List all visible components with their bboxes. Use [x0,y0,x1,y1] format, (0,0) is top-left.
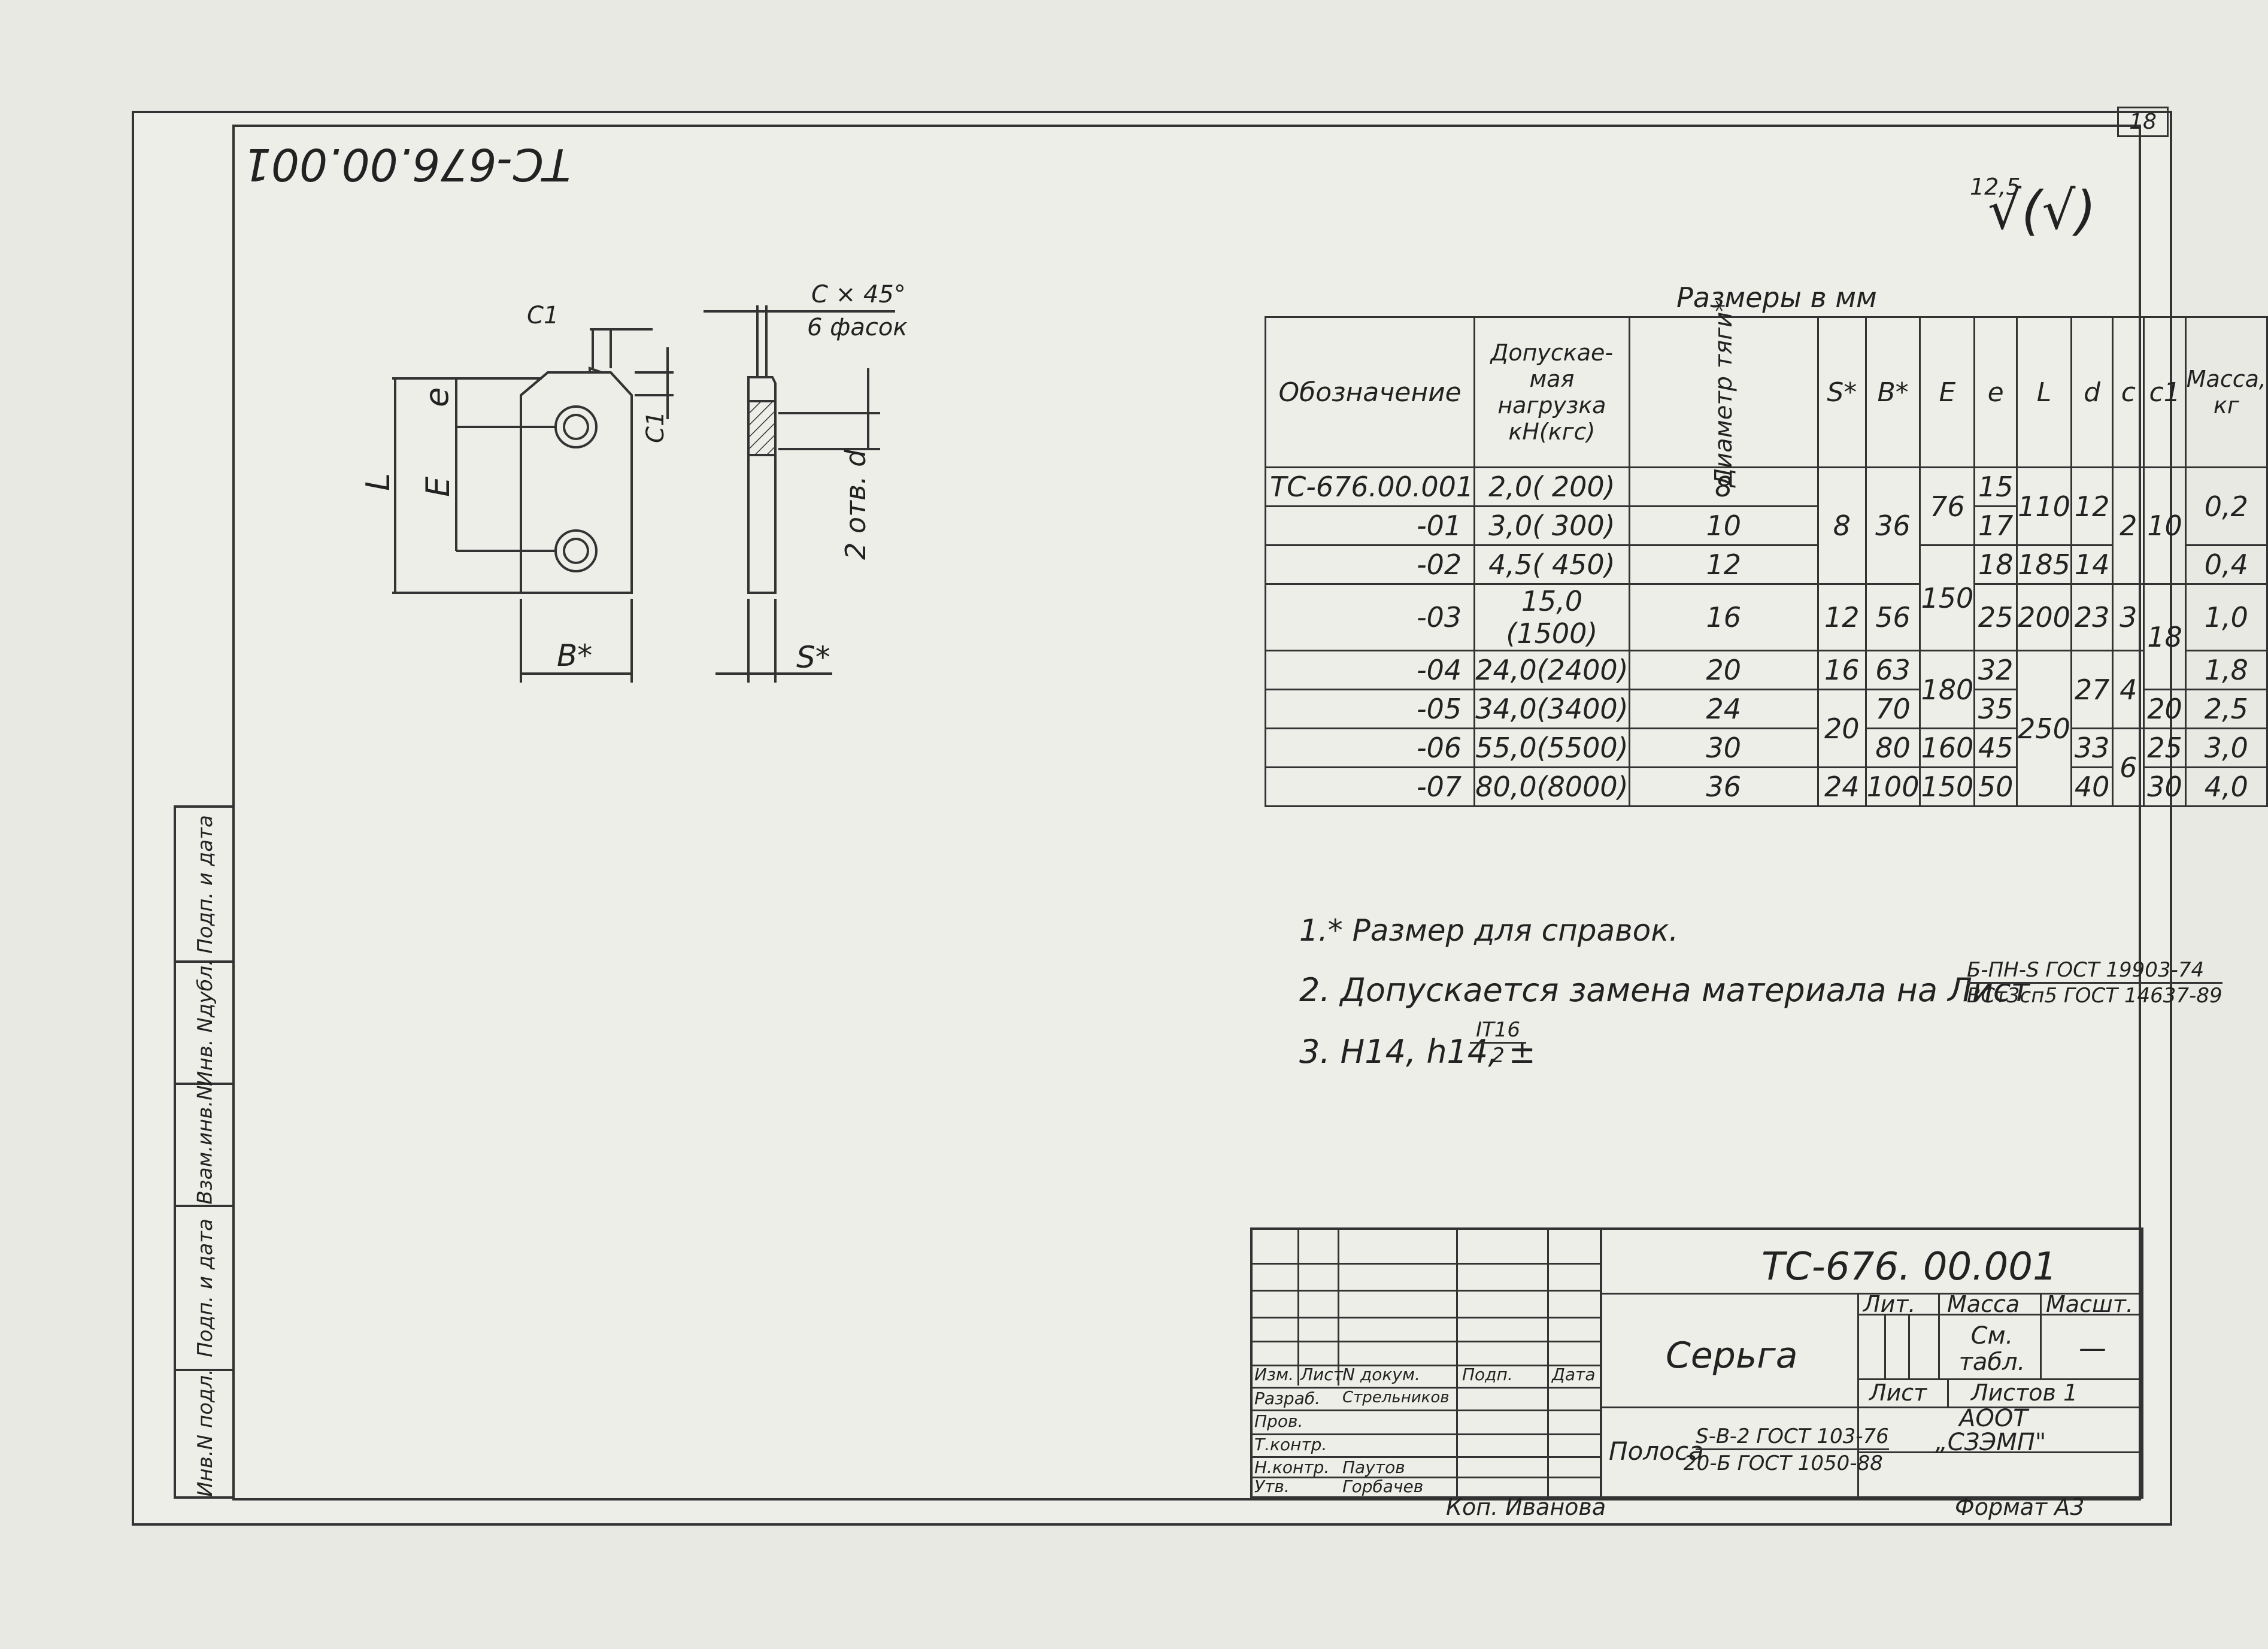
table-row: -06 55,0(5500) 30 80 160 45 33 6 25 3,0 [1264,728,2268,807]
dim-B: B* [557,638,592,673]
title-code: ТС-676. 00.001 [1761,1245,2057,1289]
role-checker: Пров. [1254,1411,1303,1431]
side-cell: Подп. и дата [176,808,235,963]
sheet-label: Лист [1869,1380,1927,1406]
holes-label: 2 отв. d [839,449,872,560]
note-3-fraction-bottom: 2 [1491,1044,1505,1068]
col-L: L [2016,316,2072,468]
table-row: -05 34,0(3400) 24 20 70 35 20 2,5 [1264,689,2268,768]
dim-c1-side: C1 [642,411,669,443]
col-load: Допускае-мая нагрузка кН(кгс) [1473,316,1630,468]
col-izm: Изм. [1254,1365,1294,1384]
side-cell: Взам.инв.N [176,1085,235,1207]
roughness-value: 12,5 [1970,174,2021,200]
format-label: Формат А3 [1955,1494,2085,1520]
name-developer: Стрельников [1342,1389,1450,1406]
table-caption: Размеры в мм [1676,281,1877,314]
plate-front-view [520,366,633,594]
note-3: 3. H14, h14, ± [1299,1033,1536,1071]
note-3-fraction: IT16 2 [1470,1018,1527,1068]
note-2-material: Б-ПН-S ГОСТ 19903-74 ВСт3сп5 ГОСТ 14637-… [1967,958,2222,1008]
role-developer: Разраб. [1254,1389,1321,1408]
hole-top-inner [563,414,589,440]
material-label: Полоса [1609,1436,1704,1466]
table-row: -02 4,5( 450) 12 150 18 185 14 0,4 [1264,544,2268,651]
table-row: -03 15,0 (1500) 16 12 56 25 200 23 3 18 … [1264,583,2268,690]
plate-outline [520,371,633,594]
col-sign: Подп. [1462,1365,1513,1384]
note-2: 2. Допускается замена материала на Лист [1299,971,2030,1009]
roughness-mark: 12,5 √(√) [1970,174,2096,241]
note-2-material-bottom: ВСт3сп5 ГОСТ 14637-89 [1967,984,2222,1008]
col-list: Лист [1300,1365,1343,1384]
name-approver: Горбачев [1342,1477,1424,1496]
sheets-label: Листов 1 [1971,1380,2078,1406]
table-header-row: Обозначение Допускае-мая нагрузка кН(кгс… [1264,299,2268,487]
hole-top [554,405,598,448]
col-d: d [2070,316,2114,468]
table-row: -01 3,0( 300) 10 17 [1264,505,2267,546]
col-designation: Обозначение [1264,316,1476,468]
org-line-1: АООТ [1959,1405,2028,1432]
scale-value: — [2079,1332,2106,1364]
title-block: ТС-676. 00.001 Серьга Лит. Масса Масшт. … [1250,1227,2143,1499]
roughness-symbol: √(√) [1988,180,2096,241]
copied-by: Коп. Иванова [1446,1494,1606,1520]
dim-e: e [418,387,456,407]
role-tech-control: Т.контр. [1254,1435,1327,1454]
side-strip: Подп. и дата Инв. Nдубл. Взам.инв.N Подп… [174,805,235,1499]
col-B: B* [1864,316,1921,468]
mass-header: Масса [1947,1291,2020,1317]
side-cell: Подп. и дата [176,1207,235,1371]
col-S: S* [1817,316,1867,468]
side-cell: Инв. Nдубл. [176,959,235,1086]
role-approver: Утв. [1254,1477,1290,1496]
col-date: Дата [1552,1365,1596,1384]
org-line-2: „СЗЭМП" [1935,1429,2046,1456]
dim-L: L [359,473,397,491]
part-name: Серьга [1666,1335,1798,1377]
col-doc: N докум. [1342,1365,1420,1384]
table-row: -04 24,0(2400) 20 16 63 180 32 250 27 4 … [1264,650,2268,807]
role-norm-control: Н.контр. [1254,1457,1330,1477]
note-2-material-top: Б-ПН-S ГОСТ 19903-74 [1967,958,2222,984]
col-mass: Масса, кг [2184,316,2268,468]
col-e: e [1973,316,2018,468]
plate-side-view [747,376,777,594]
table-row: -07 80,0(8000) 36 24 100 150 50 40 30 4,… [1264,766,2268,807]
mass-value: См. табл. [1958,1322,2026,1376]
material-bottom: 20-Б ГОСТ 1050-88 [1684,1451,1883,1475]
dim-E: E [419,476,457,497]
dim-c1-top: C1 [527,302,559,329]
name-norm-control: Паутов [1342,1457,1405,1477]
sheet-number: 18 [2117,107,2169,137]
scale-header: Масшт. [2046,1291,2133,1317]
note-1: 1.* Размер для справок. [1299,913,1679,948]
col-rod-diameter: Диаметр тяги* [1628,299,1819,487]
chamfer-label: C × 45° [811,281,906,308]
col-c1: c1 [2143,316,2187,468]
dimension-table: Обозначение Допускае-мая нагрузка кН(кгс… [1264,299,2268,807]
note-3-fraction-top: IT16 [1470,1018,1527,1044]
material-top: S-B-2 ГОСТ 103-76 [1696,1424,1889,1450]
lit-header: Лит. [1863,1291,1916,1317]
table-row: ТС-676.00.001 2,0( 200) 8 8 36 76 15 110… [1264,466,2268,585]
dim-S: S* [796,640,830,675]
col-c: c [2112,316,2145,468]
drawing-frame [232,125,2141,1501]
hole-bottom [554,529,598,572]
col-E: E [1919,316,1976,468]
hole-bottom-inner [563,538,589,564]
chamfer-count: 6 фасок [807,314,908,341]
